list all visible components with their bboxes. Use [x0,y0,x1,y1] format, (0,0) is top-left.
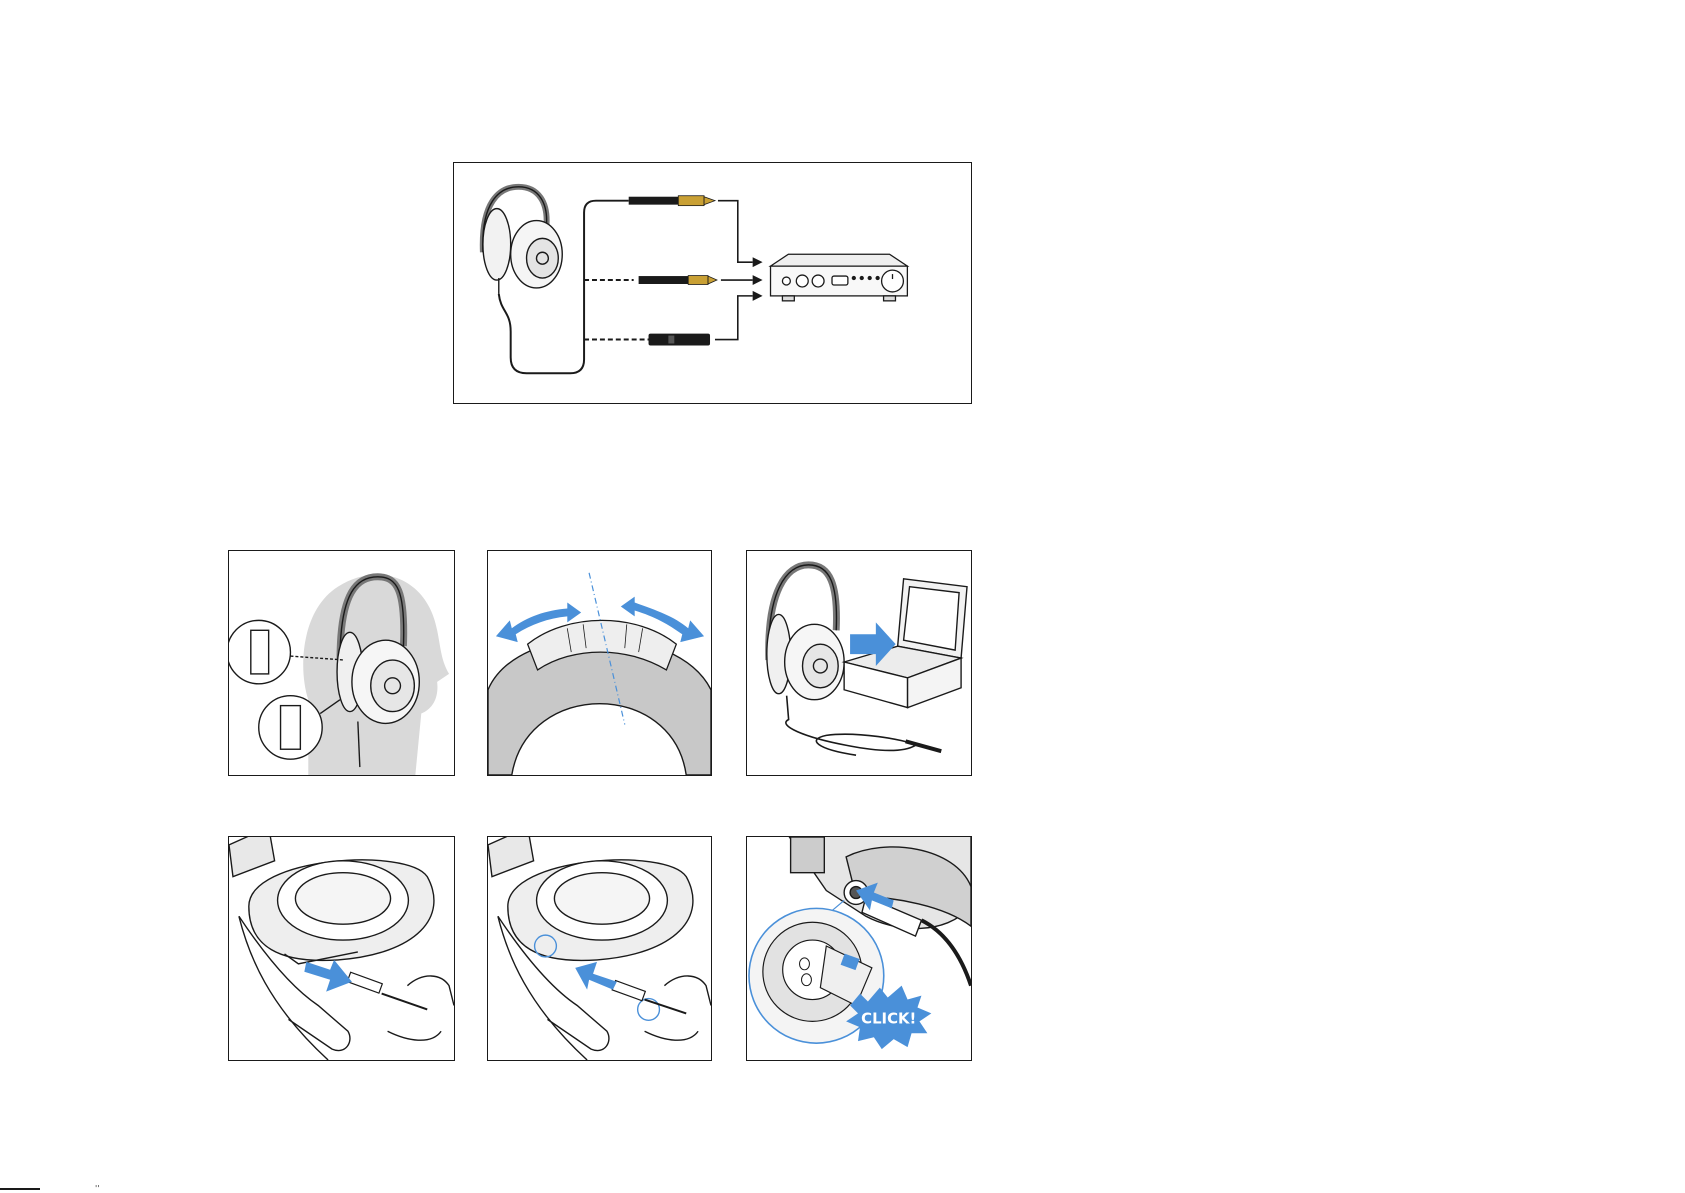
connector-click-panel: CLICK! [746,836,972,1061]
cable-line [499,201,629,374]
click-label: CLICK! [861,1009,916,1027]
detach-cable-illustration [229,837,454,1060]
jack-plug-4-4mm-icon [639,276,717,285]
connector-plug-icon [347,972,427,1009]
ear-cup-icon [508,860,693,961]
storage-box-illustration [747,551,971,775]
ear-cup-icon [249,860,434,964]
headband-adjust-illustration [488,551,711,775]
footer-rule [0,1188,40,1190]
pull-arrow-icon [304,960,352,992]
headphones-icon [483,187,562,294]
headphones-icon [767,565,844,700]
headband-outer [488,638,711,775]
fit-illustration-panel [228,550,455,776]
headphone-amplifier-icon [771,254,908,301]
headphones-fit-illustration [229,551,454,775]
attach-cable-illustration [488,837,711,1060]
xlr-plug-icon [649,334,710,346]
connection-diagram-illustration [454,163,971,403]
storage-illustration-panel [746,550,972,776]
insert-arrow-icon [575,962,617,990]
attach-cable-panel [487,836,712,1061]
connector-plug-icon [612,981,686,1014]
connection-arrows [715,201,753,340]
connection-diagram [453,162,972,404]
detach-cable-panel [228,836,455,1061]
connector-click-illustration: CLICK! [747,837,971,1060]
headband-illustration-panel [487,550,712,776]
jack-plug-6-3mm-icon [629,196,715,206]
cable-plug [906,741,942,751]
click-badge: CLICK! [846,986,931,1049]
